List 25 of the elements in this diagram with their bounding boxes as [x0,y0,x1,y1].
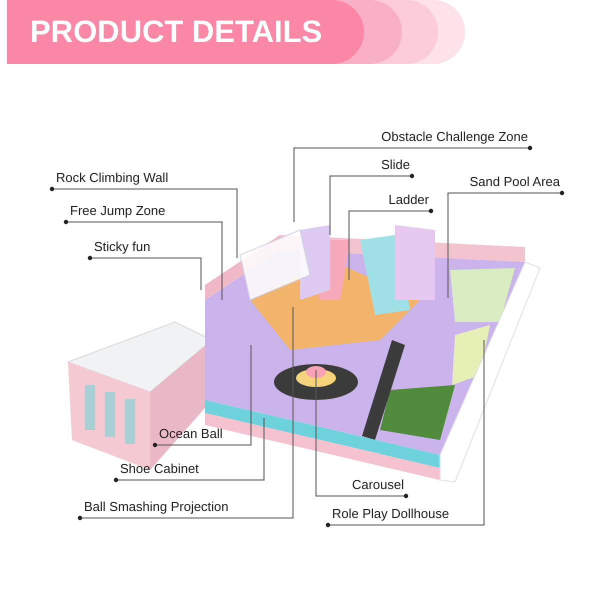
leader-line [64,220,222,300]
part-label: Obstacle Challenge Zone [356,129,528,145]
leader-line [50,186,238,258]
part-label: Rock Climbing Wall [56,170,196,186]
part-label: Free Jump Zone [70,203,182,219]
leader-line [294,146,532,222]
leader-line [348,208,434,280]
leader-line [152,344,252,448]
part-label: Ball Smashing Projection [84,499,256,515]
title: PRODUCT DETAILS [30,13,322,51]
leader-line [114,418,264,482]
part-label: Sand Pool Area [461,174,560,190]
leader-line [326,340,484,528]
part-label: Shoe Cabinet [120,461,214,477]
part-label: Sticky fun [94,239,168,255]
part-label: Carousel [336,477,404,493]
part-label: Role Play Dollhouse [332,506,482,522]
part-label: Slide [368,157,410,173]
leader-line [316,370,408,498]
part-label: Ladder [375,192,429,208]
leader-line [330,174,414,236]
leader-line [448,190,564,298]
part-label: Ocean Ball [159,426,239,442]
leader-line [88,256,202,290]
leader-line [78,306,294,520]
